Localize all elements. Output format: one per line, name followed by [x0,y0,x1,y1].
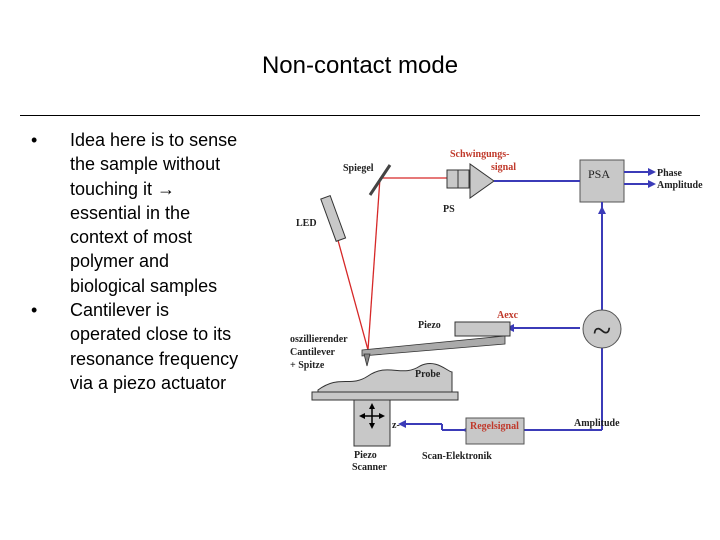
mirror [368,164,392,196]
label-schwingungs: Schwingungs- [450,149,509,160]
signal-lines [441,171,652,431]
label-spiegel: Spiegel [343,163,374,174]
label-spitze: + Spitze [290,360,325,371]
label-phase: Phase [657,168,683,179]
oscillator-icon [582,309,622,349]
label-aexc: Aexc [497,310,519,321]
bullet-list: • Idea here is to sense the sample witho… [24,128,244,395]
title-divider [20,115,700,116]
label-piezo-scanner-2: Scanner [352,462,388,473]
label-oszillierender: oszillierender [290,334,348,345]
cantilever [361,335,506,357]
label-cantilever: Cantilever [290,347,336,358]
piezo-actuator [454,321,511,337]
bullet-text: Cantilever is operated close to its reso… [70,300,239,393]
led-block [320,194,347,242]
scan-electronics-box [465,417,525,445]
bullet-text: Idea here is to sense the sample without… [70,130,238,296]
oscillator-tilde: ~ [593,313,611,350]
label-probe: Probe [415,369,441,380]
amplifier-icon [469,163,495,199]
label-signal: signal [491,162,516,173]
label-led: LED [296,218,317,229]
label-regelsignal: Regelsignal [470,421,519,432]
label-amplitude-fb: Amplitude [574,418,620,429]
label-scan-elektronik: Scan-Elektronik [422,451,492,462]
bullet-item: • Cantilever is operated close to its re… [24,298,244,395]
label-z: z- [392,420,400,431]
label-ps: PS [443,204,455,215]
cantilever-tip [363,353,371,367]
label-piezo-scanner-1: Piezo [354,450,377,461]
label-amplitude-out: Amplitude [657,180,703,191]
stage [311,391,459,401]
label-piezo: Piezo [418,320,441,331]
sample [317,363,453,393]
bullet-item: • Idea here is to sense the sample witho… [24,128,244,298]
bullet-dot-icon: • [31,130,38,150]
laser-path [332,177,448,351]
label-psa: PSA [588,167,610,181]
slide-title: Non-contact mode [261,52,459,79]
bullet-dot-icon: • [31,300,38,321]
